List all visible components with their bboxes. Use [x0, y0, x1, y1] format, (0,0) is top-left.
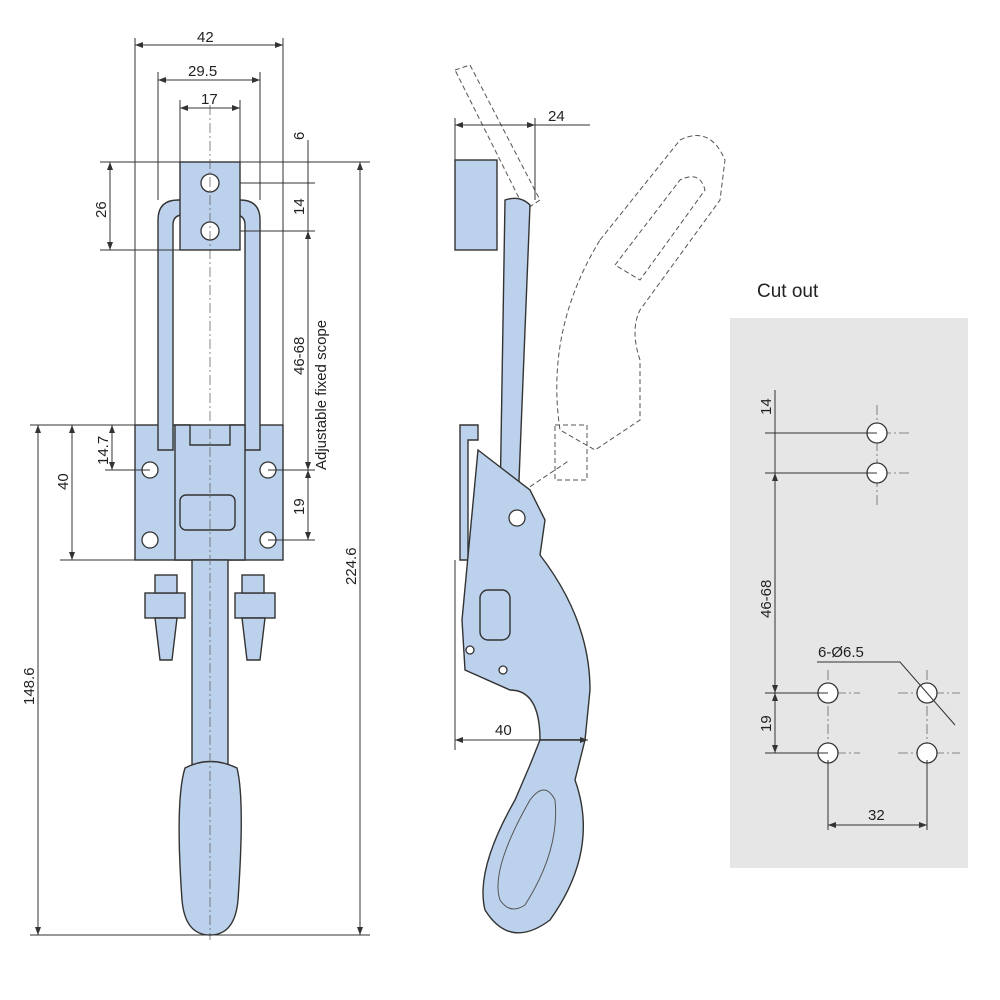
scope-label: Adjustable fixed scope — [313, 320, 330, 470]
cutout-holes-label: 6-Ø6.5 — [818, 644, 864, 661]
dim-40: 40 — [55, 473, 72, 490]
side-body — [461, 448, 591, 741]
dim-24: 24 — [548, 108, 565, 125]
dim-42: 42 — [197, 29, 214, 46]
lever-link — [499, 197, 531, 506]
side-view: 24 40 — [454, 64, 726, 934]
cutout-dim-19: 19 — [758, 715, 775, 732]
cutout-dim-46-68: 46-68 — [758, 580, 775, 618]
front-view: 42 29.5 17 26 6 14 46-68 Adjustable fixe… — [21, 29, 370, 940]
dim-6: 6 — [291, 132, 308, 140]
dim-side-40: 40 — [495, 722, 512, 739]
dim-17: 17 — [201, 91, 218, 108]
dim-148-6: 148.6 — [21, 667, 38, 705]
dim-14: 14 — [291, 198, 308, 215]
nut-right — [234, 592, 276, 619]
dim-46-68: 46-68 — [291, 337, 308, 375]
dim-14-7: 14.7 — [95, 436, 112, 465]
cutout-panel — [730, 318, 968, 868]
dim-26: 26 — [93, 201, 110, 218]
hook-bracket — [454, 159, 498, 251]
dim-224-6: 224.6 — [343, 547, 360, 585]
side-handle — [482, 739, 586, 934]
cutout-view: Cut out 14 46-68 19 6-Ø6.5 32 — [730, 281, 968, 868]
cutout-dim-32: 32 — [868, 807, 885, 824]
cutout-title: Cut out — [757, 281, 819, 302]
cutout-dim-14: 14 — [758, 398, 775, 415]
nut-left — [144, 592, 186, 619]
dim-19: 19 — [291, 498, 308, 515]
dim-29-5: 29.5 — [188, 63, 217, 80]
